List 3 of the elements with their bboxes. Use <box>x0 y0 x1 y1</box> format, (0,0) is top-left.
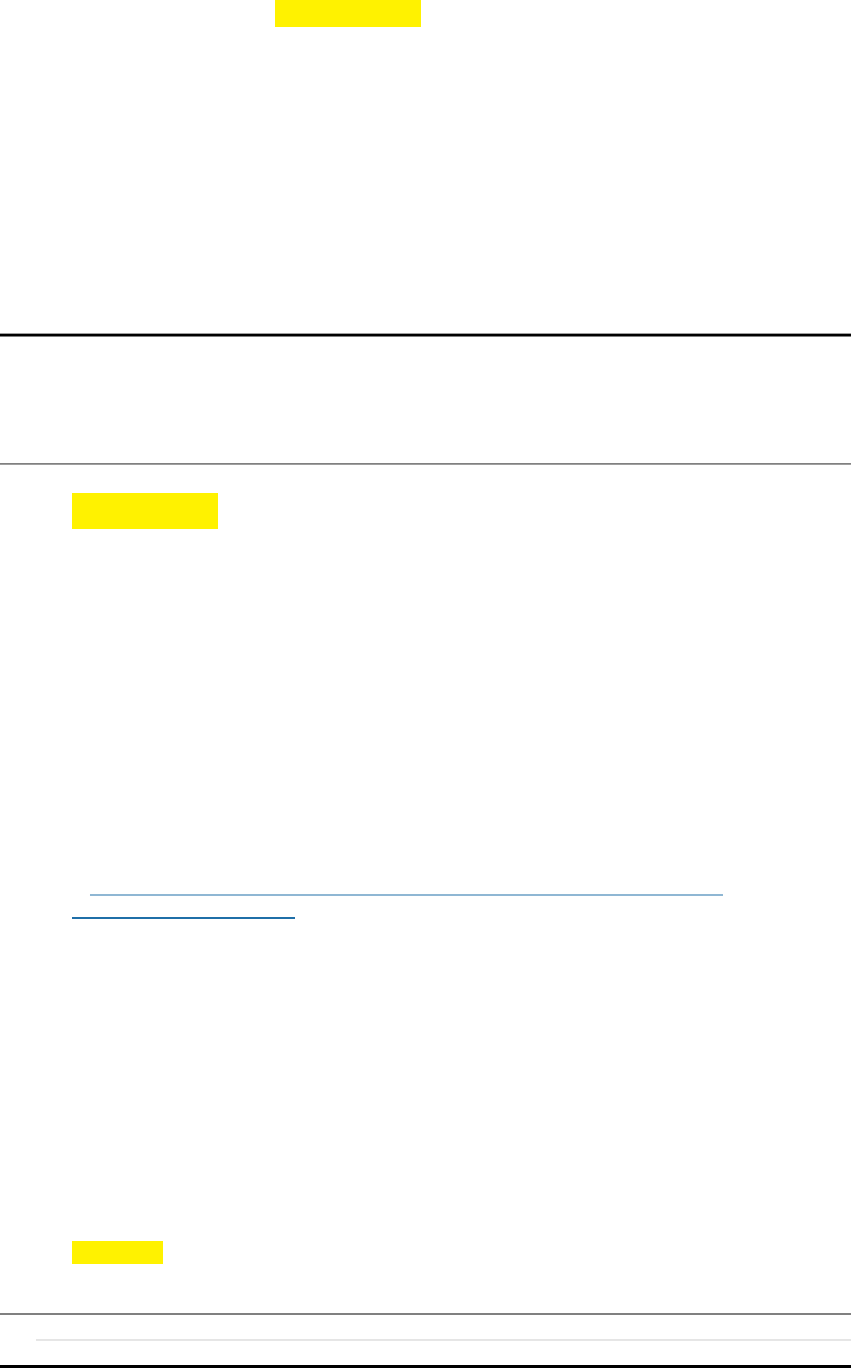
highlight-box <box>72 493 218 529</box>
highlight-box <box>275 0 421 27</box>
highlight-box <box>72 1241 163 1264</box>
